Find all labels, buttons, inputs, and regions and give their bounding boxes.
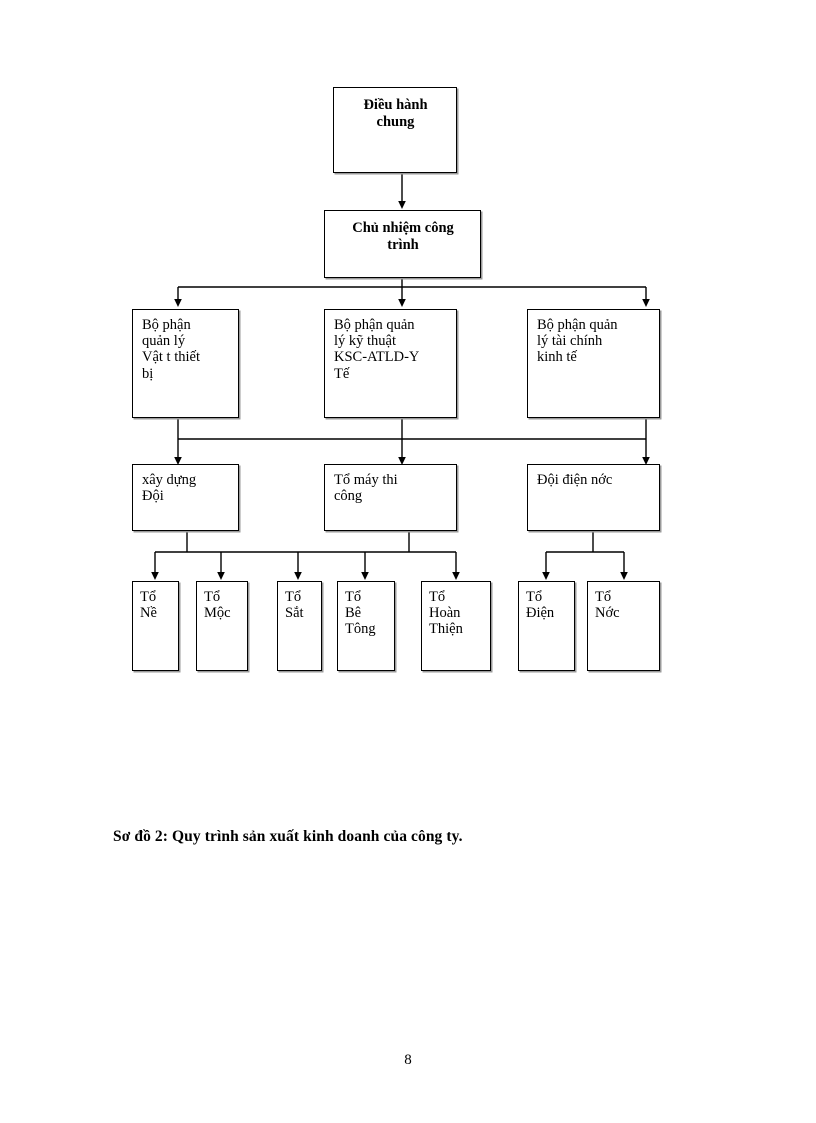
node-to-sat[interactable]: Tổ Sắt	[277, 581, 322, 671]
node-label: xây dựng Đội	[142, 472, 197, 505]
node-to-hoan-thien[interactable]: Tổ Hoàn Thiện	[421, 581, 491, 671]
node-dieu-hanh-chung[interactable]: Điều hành chung	[333, 87, 457, 173]
node-label: Tổ máy thi công	[334, 472, 398, 505]
node-label: Bộ phận quản lý Vật t thiết bị	[142, 317, 200, 382]
node-bo-phan-vat-tu-thiet-bi[interactable]: Bộ phận quản lý Vật t thiết bị	[132, 309, 239, 418]
node-chu-nhiem-cong-trinh[interactable]: Chủ nhiệm công trình	[324, 210, 481, 278]
node-to-ne[interactable]: Tổ Nề	[132, 581, 179, 671]
node-label: Tổ Mộc	[204, 589, 231, 622]
node-to-be-tong[interactable]: Tổ Bê Tông	[337, 581, 395, 671]
node-label: Tổ Sắt	[285, 589, 304, 622]
node-to-moc[interactable]: Tổ Mộc	[196, 581, 248, 671]
node-doi-dien-nuoc[interactable]: Đội điện nớc	[527, 464, 660, 531]
node-to-dien[interactable]: Tổ Điện	[518, 581, 575, 671]
node-label: Tổ Nớc	[595, 589, 620, 622]
org-chart-diagram: Điều hành chung Chủ nhiệm công trình Bộ …	[132, 87, 660, 671]
node-bo-phan-tai-chinh-kinh-te[interactable]: Bộ phận quản lý tài chính kinh tế	[527, 309, 660, 418]
node-label: Chủ nhiệm công trình	[352, 220, 454, 254]
node-label: Tổ Nề	[140, 589, 157, 622]
node-to-nuoc[interactable]: Tổ Nớc	[587, 581, 660, 671]
page-number: 8	[404, 1052, 412, 1068]
node-label: Tổ Bê Tông	[345, 589, 376, 638]
node-label: Bộ phận quản lý tài chính kinh tế	[537, 317, 618, 366]
node-bo-phan-ky-thuat[interactable]: Bộ phận quản lý kỹ thuật KSC-ATLD-Y Tế	[324, 309, 457, 418]
node-label: Tổ Điện	[526, 589, 555, 622]
node-label: Đội điện nớc	[537, 472, 613, 488]
node-label: Điều hành chung	[363, 97, 428, 131]
node-label: Tổ Hoàn Thiện	[429, 589, 463, 638]
figure-caption: Sơ đồ 2: Quy trình sản xuất kinh doanh c…	[113, 828, 463, 845]
node-to-may-thi-cong[interactable]: Tổ máy thi công	[324, 464, 457, 531]
node-doi-xay-dung[interactable]: xây dựng Đội	[132, 464, 239, 531]
node-label: Bộ phận quản lý kỹ thuật KSC-ATLD-Y Tế	[334, 317, 420, 382]
